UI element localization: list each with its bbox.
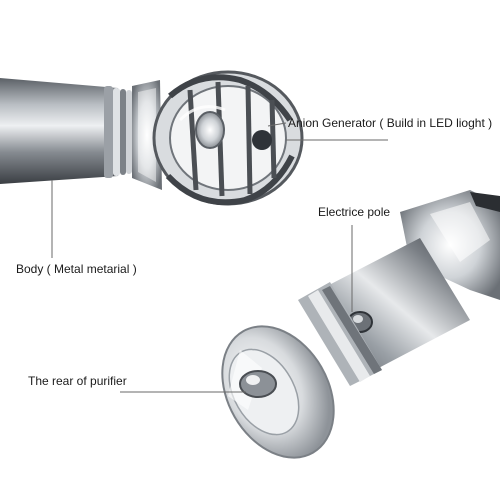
electrice-pole-label: Electrice pole [318,205,391,219]
upper-tube-body [0,78,118,184]
upper-crystal-collar [132,80,162,190]
lower-purifier [221,190,500,459]
anion-callout-line [267,122,287,127]
upper-ring-bands [104,86,132,178]
lower-ring-bands [298,282,382,386]
anion-generator-cage [152,70,304,206]
body-label: Body ( Metal metarial ) [16,262,137,276]
rear-of-purifier-label: The rear of purifier [28,374,127,388]
lower-crystal-head [400,190,500,300]
rear-metal-nub [239,370,277,398]
anion-generator-label: Anion Generator ( Build in LED lioght ) [288,116,493,130]
upper-purifier [0,70,304,206]
callout-lines [51,122,388,393]
